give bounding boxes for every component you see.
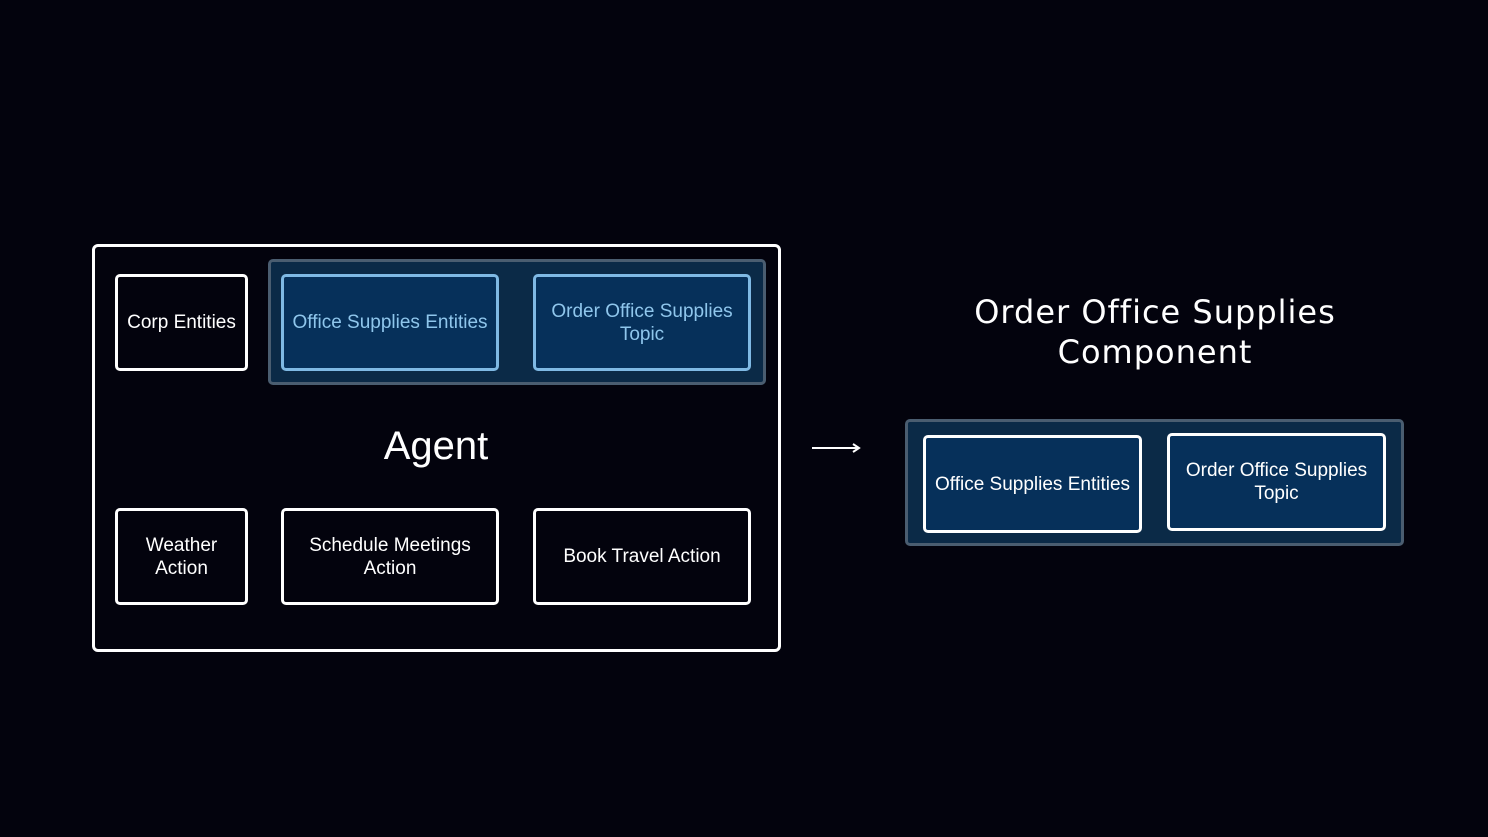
book-travel-action-box: Book Travel Action xyxy=(533,508,751,605)
corp-entities-box: Corp Entities xyxy=(115,274,248,371)
component-order-office-supplies-topic-box: Order Office Supplies Topic xyxy=(1167,433,1386,531)
component-title: Order Office Supplies Component xyxy=(974,293,1336,371)
agent-frame xyxy=(92,244,781,652)
component-office-supplies-entities-box: Office Supplies Entities xyxy=(923,435,1142,533)
office-supplies-entities-box: Office Supplies Entities xyxy=(281,274,499,371)
order-office-supplies-topic-box: Order Office Supplies Topic xyxy=(533,274,751,371)
weather-action-box: Weather Action xyxy=(115,508,248,605)
schedule-meetings-action-box: Schedule Meetings Action xyxy=(281,508,499,605)
agent-label: Agent xyxy=(383,424,489,468)
right-arrow-icon xyxy=(812,443,861,453)
